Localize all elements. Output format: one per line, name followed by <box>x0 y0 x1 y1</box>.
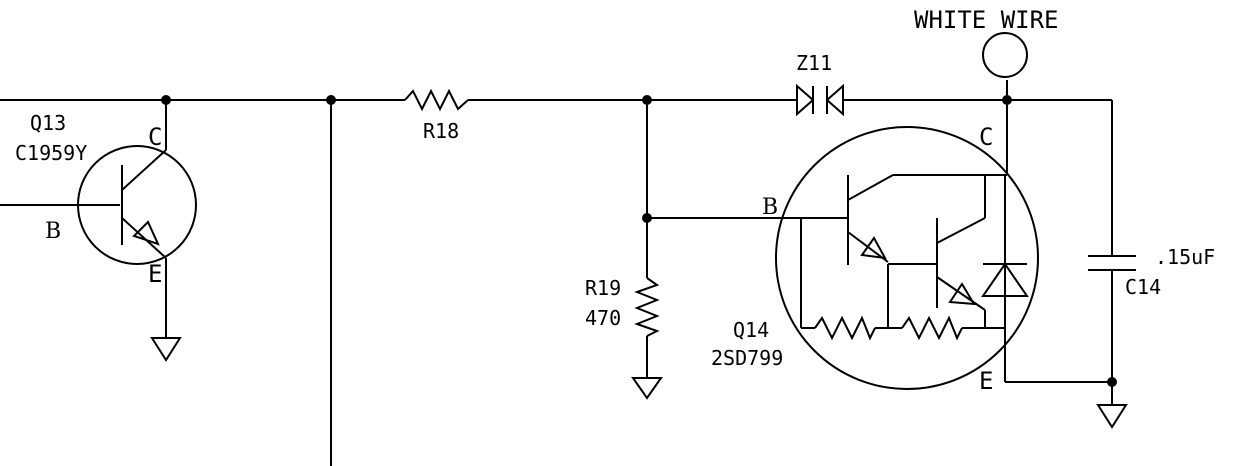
z11-zener-diode <box>796 83 844 117</box>
q13-transistor <box>77 100 197 338</box>
q14-darlington-transistor <box>775 126 1039 390</box>
q13-emitter-label: E <box>148 260 162 288</box>
q14-emitter-label: E <box>979 367 993 395</box>
r19-ref-label: R19 <box>585 276 621 300</box>
r19-resistor <box>634 277 660 337</box>
c14-value-label: .15uF <box>1155 245 1215 269</box>
r19-ground-symbol <box>631 377 663 400</box>
r18-label: R18 <box>423 119 459 143</box>
q14-base-label: B <box>762 195 778 220</box>
c14-ground-symbol <box>1096 404 1128 429</box>
junction-dots <box>161 95 1117 387</box>
q14-part-label: 2SD799 <box>711 346 783 370</box>
c14-capacitor <box>1088 255 1136 271</box>
q13-ground-symbol <box>150 337 182 362</box>
r19-value-label: 470 <box>585 306 621 330</box>
z11-label: Z11 <box>796 51 832 75</box>
q13-collector-label: C <box>148 123 162 151</box>
q13-part-label: C1959Y <box>15 141 87 165</box>
r18-resistor <box>404 88 469 112</box>
white-wire-terminal <box>982 32 1028 78</box>
q14-ref-label: Q14 <box>733 318 769 342</box>
q13-base-label: B <box>45 219 61 244</box>
white-wire-label: WHITE WIRE <box>914 6 1059 34</box>
c14-ref-label: C14 <box>1125 275 1161 299</box>
q14-collector-label: C <box>979 123 993 151</box>
q13-ref-label: Q13 <box>30 111 66 135</box>
